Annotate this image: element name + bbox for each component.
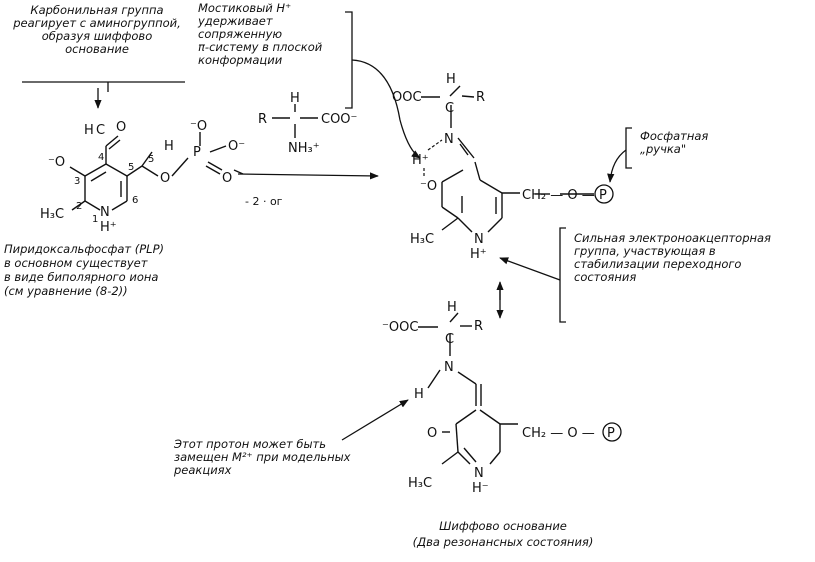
s1-atom-ooc: OOC xyxy=(392,90,422,105)
plp-atom-o-low: O xyxy=(222,171,232,186)
plp-num-3: 3 xyxy=(74,176,80,187)
s2-atom-n-ring: N xyxy=(474,466,484,481)
electron-acceptor-note: Сильная электроноакцепторная группа, уча… xyxy=(574,232,771,284)
plp-atom-h3c: H₃C xyxy=(40,207,64,222)
plp-atom-c: C xyxy=(96,123,105,138)
aa-atom-coo: COO⁻ xyxy=(321,112,357,127)
plp-caption-line: (см уравнение (8-2)) xyxy=(4,284,128,298)
proton-note-line: Этот протон может быть xyxy=(174,437,327,451)
s1-atom-h-ring: H⁺ xyxy=(470,247,487,262)
plp-atom-hplus: H⁺ xyxy=(100,220,117,235)
proton-note-line: реакциях xyxy=(174,463,232,477)
s1-atom-p: P xyxy=(599,188,607,203)
plp-caption: Пиридоксальфосфат (PLP) в основном сущес… xyxy=(4,242,164,298)
plp-num-4: 4 xyxy=(98,152,104,163)
reaction-arrow-label: - 2 · ог xyxy=(245,195,283,208)
electron-acceptor-note-line: состояния xyxy=(574,270,637,284)
s2-atom-c: C xyxy=(445,332,454,347)
s2-atom-h-n: H xyxy=(414,387,424,402)
bridging-h-note: Мостиковый H⁺ удерживает сопряженную π-с… xyxy=(198,2,322,67)
amino-acid-structure xyxy=(272,104,318,138)
plp-num-5: 5 xyxy=(128,162,134,173)
s2-atom-ch2o: CH₂ — O — xyxy=(522,426,595,441)
plp-atom-h: H xyxy=(84,123,94,138)
s1-atom-ch2o: CH₂ — O — xyxy=(522,188,595,203)
s1-atom-c: C xyxy=(445,101,454,116)
annotation-pointers xyxy=(22,11,632,441)
s2-atom-h-ring: H⁻ xyxy=(472,481,489,496)
reaction-arrow xyxy=(233,169,379,180)
schiff-bottom-atoms: ⁻OOC H R C H N O H₃C N H⁻ CH₂ — O — P xyxy=(382,300,615,496)
plp-atom-h5: H xyxy=(164,139,174,154)
plp-atom-p: P xyxy=(193,145,201,160)
proton-note-line: замещен M²⁺ при модельных xyxy=(174,450,351,464)
s2-atom-r: R xyxy=(474,319,483,334)
phosphate-handle-note-line: Фосфатная xyxy=(640,129,709,143)
aa-atom-r: R xyxy=(258,112,267,127)
aa-atom-h: H xyxy=(290,91,300,106)
s1-atom-h3c: H₃C xyxy=(410,232,434,247)
phosphate-handle-note-line: „ручка" xyxy=(640,142,687,156)
schiff-top-h-bonds xyxy=(423,139,443,178)
electron-acceptor-note-line: Сильная электроноакцепторная xyxy=(574,231,771,245)
s1-atom-hplus: H⁺ xyxy=(412,153,429,168)
aa-atom-nh3: NH₃⁺ xyxy=(288,141,320,156)
electron-acceptor-note-line: группа, участвующая в xyxy=(574,244,716,258)
plp-atom-o-link: O xyxy=(160,171,170,186)
plp-atom-n: N xyxy=(100,205,110,220)
bridging-h-note-line: удерживает xyxy=(198,14,273,28)
plp-num-6: 6 xyxy=(132,195,138,206)
s2-atom-h3c: H₃C xyxy=(408,476,432,491)
s2-atom-h: H xyxy=(447,300,457,315)
schiff-bottom-phosphate-circle xyxy=(602,422,622,442)
bridging-h-note-line: сопряженную xyxy=(198,27,283,41)
plp-caption-line: в виде биполярного иона xyxy=(4,270,159,284)
carbonyl-note: Карбонильная группа реагирует с аминогру… xyxy=(2,4,192,56)
schiff-base-top xyxy=(421,85,594,233)
plp-structure xyxy=(69,132,227,211)
carbonyl-note-line: реагирует с аминогруппой, xyxy=(13,16,181,30)
proton-note: Этот протон может быть замещен M²⁺ при м… xyxy=(174,438,350,477)
s2-atom-p: P xyxy=(607,426,615,441)
bridging-h-note-line: π-систему в плоской xyxy=(198,40,323,54)
electron-acceptor-note-line: стабилизации переходного xyxy=(574,257,742,271)
bridging-h-note-line: Мостиковый H⁺ xyxy=(198,1,292,15)
schiff-base-bottom xyxy=(418,312,518,465)
plp-num-2: 2 xyxy=(76,201,82,212)
amino-acid-atoms: R H COO⁻ NH₃⁺ xyxy=(258,91,357,156)
s2-atom-o: O xyxy=(427,426,437,441)
schiff-top-atoms: OOC H R C H⁺ N ⁻O H₃C N H⁺ CH₂ — O — P xyxy=(392,72,607,262)
plp-atom-o-ald: O xyxy=(116,120,126,135)
s1-atom-o-minus: ⁻O xyxy=(420,179,437,194)
bridging-h-note-line: конформации xyxy=(198,53,283,67)
plp-atom-o-minus: ⁻O xyxy=(48,155,65,170)
plp-atom-o-right: O⁻ xyxy=(228,139,245,154)
s1-atom-n-ring: N xyxy=(474,232,484,247)
plp-atom-o-top: ⁻O xyxy=(190,119,207,134)
schiff-caption-line: Шиффово основание xyxy=(439,519,567,533)
schiff-caption: Шиффово основание (Два резонансных состо… xyxy=(368,518,638,550)
s2-atom-n: N xyxy=(444,360,454,375)
s2-atom-ooc: ⁻OOC xyxy=(382,320,418,335)
carbonyl-note-line: образуя шиффово xyxy=(41,29,153,43)
s1-atom-n: N xyxy=(444,132,454,147)
phosphate-handle-note: Фосфатная „ручка" xyxy=(640,130,708,156)
s1-atom-h: H xyxy=(446,72,456,87)
plp-atoms: H C O ⁻O 3 4 5 2 6 1 H₃C N H⁺ 5 H O P ⁻O… xyxy=(40,119,245,235)
plp-caption-line: в основном существует xyxy=(4,256,148,270)
schiff-caption-line: (Два резонансных состояния) xyxy=(412,535,594,549)
s1-atom-r: R xyxy=(476,90,485,105)
schiff-top-phosphate-circle xyxy=(594,184,614,204)
plp-num-5b: 5 xyxy=(148,154,154,165)
plp-caption-line: Пиридоксальфосфат (PLP) xyxy=(4,242,165,256)
plp-num-1: 1 xyxy=(92,214,98,225)
carbonyl-note-line: основание xyxy=(65,42,129,56)
carbonyl-note-line: Карбонильная группа xyxy=(30,3,164,17)
